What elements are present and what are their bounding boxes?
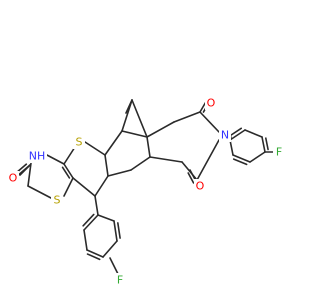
bond-line-47	[102, 240, 118, 258]
right-fluorine-atom: F	[273, 145, 285, 159]
atom-label-layer: NH S S O O O N F	[7, 96, 285, 287]
molecule-structure: NH S S O O O N F	[7, 96, 285, 287]
nh-atom: NH	[27, 149, 47, 163]
bond-line-8	[61, 166, 71, 179]
bond-line-10	[84, 141, 106, 156]
bond-line-45	[113, 220, 118, 242]
bottom-fluorine-atom: F	[114, 273, 126, 287]
bond-line-31	[187, 172, 195, 184]
bond-line-37	[249, 151, 266, 163]
bond-line-13	[72, 177, 96, 197]
bond-line-11	[104, 154, 109, 177]
bond-line-36	[264, 137, 269, 151]
thiazolone-oxygen-atom: O	[7, 171, 19, 185]
bond-line-22	[146, 121, 175, 138]
bond-line-23	[173, 111, 201, 123]
thiopyran-sulfur-atom: S	[73, 135, 85, 149]
bond-line-49	[86, 253, 101, 261]
bond-line-24	[149, 156, 183, 163]
bond-line-44	[97, 214, 115, 222]
imide-top-oxygen-label: O	[207, 97, 216, 110]
imide-nitrogen-label: N	[221, 129, 229, 142]
bond-line-18	[107, 169, 132, 177]
bond-line-52	[82, 213, 95, 227]
bond-line-3	[27, 162, 32, 187]
bond-line-39	[232, 158, 248, 166]
bond-line-7	[63, 163, 74, 179]
bond-line-4	[27, 185, 52, 199]
bond-line-35	[261, 136, 266, 153]
bond-line-15	[121, 130, 148, 138]
bond-line-33	[229, 127, 243, 137]
imide-top-oxygen-atom: O	[205, 96, 217, 110]
bond-line-16	[146, 136, 151, 158]
bond-line-48	[86, 249, 104, 258]
imide-bottom-oxygen-label: O	[196, 180, 205, 193]
bond-line-43	[94, 195, 99, 216]
bond-line-40	[229, 139, 234, 156]
bond-line-14	[104, 130, 123, 156]
nh-label: NH	[29, 150, 46, 163]
bond-line-26	[199, 111, 220, 133]
bond-line-17	[130, 156, 151, 171]
bond-line-5	[63, 177, 74, 197]
bond-layer	[14, 99, 275, 275]
thiopyran-sulfur-label: S	[76, 136, 83, 149]
bond-line-51	[83, 214, 99, 231]
bond-line-32	[229, 129, 246, 141]
imide-nitrogen-atom: N	[219, 128, 231, 142]
bond-line-34	[244, 129, 263, 138]
bond-line-21	[125, 99, 133, 114]
bottom-fluorine-label: F	[117, 274, 123, 287]
bond-line-9	[63, 146, 76, 165]
bond-line-46	[117, 222, 121, 239]
right-fluorine-label: F	[276, 146, 282, 159]
bond-line-50	[83, 229, 88, 251]
bond-line-12	[94, 175, 109, 197]
bond-line-38	[232, 154, 251, 163]
thiazole-sulfur-atom: S	[51, 193, 63, 207]
bond-line-20	[131, 99, 148, 138]
imide-bottom-oxygen-atom: O	[194, 179, 206, 193]
bond-line-6	[44, 153, 65, 165]
bond-line-53	[109, 257, 119, 275]
thiazolone-oxygen-label: O	[9, 172, 18, 185]
thiazole-sulfur-label: S	[54, 194, 61, 207]
bond-line-27	[196, 139, 220, 181]
